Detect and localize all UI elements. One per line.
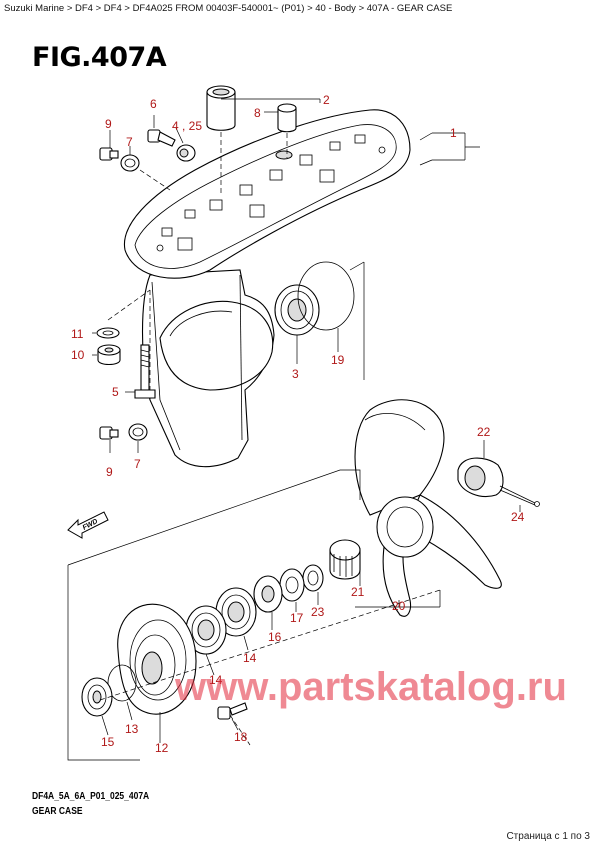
callout-14-a[interactable]: 14 bbox=[243, 651, 257, 665]
gasket-lower[interactable] bbox=[128, 423, 148, 441]
callout-9-upper[interactable]: 9 bbox=[105, 117, 112, 131]
callout-22[interactable]: 22 bbox=[477, 425, 491, 439]
shaft-housing-12[interactable] bbox=[117, 603, 197, 715]
callout-3[interactable]: 3 bbox=[292, 367, 299, 381]
bushing[interactable] bbox=[277, 103, 297, 158]
bolt-6[interactable] bbox=[147, 129, 176, 147]
oil-plug-lower[interactable] bbox=[99, 426, 119, 440]
callout-11[interactable]: 11 bbox=[71, 327, 84, 341]
callout-19[interactable]: 19 bbox=[331, 353, 345, 367]
gear-case-housing[interactable] bbox=[107, 109, 411, 468]
callout-4-25[interactable]: 4 , 25 bbox=[172, 119, 202, 133]
figure-caption: GEAR CASE bbox=[32, 806, 83, 817]
callout-9-lower[interactable]: 9 bbox=[106, 465, 113, 479]
callout-18[interactable]: 18 bbox=[234, 730, 248, 744]
callout-14-b[interactable]: 14 bbox=[209, 673, 223, 687]
breadcrumb[interactable]: Suzuki Marine > DF4 > DF4 > DF4A025 FROM… bbox=[4, 3, 453, 14]
bolt-18[interactable] bbox=[217, 702, 248, 720]
dowel-pin[interactable] bbox=[206, 85, 236, 195]
figure-title: FIG.407A bbox=[32, 42, 167, 73]
nut-10[interactable] bbox=[97, 344, 121, 366]
callout-24[interactable]: 24 bbox=[511, 510, 525, 524]
prop-nut-22[interactable] bbox=[457, 457, 504, 498]
callout-12[interactable]: 12 bbox=[155, 741, 169, 755]
callout-23[interactable]: 23 bbox=[311, 605, 325, 619]
gasket-upper[interactable] bbox=[120, 154, 140, 172]
bush-4-25[interactable] bbox=[176, 144, 196, 162]
prop-bushing-21[interactable] bbox=[329, 539, 361, 580]
fwd-label: FWD bbox=[82, 518, 99, 532]
callout-7-lower[interactable]: 7 bbox=[134, 457, 141, 471]
callout-21[interactable]: 21 bbox=[351, 585, 365, 599]
washer-17[interactable] bbox=[279, 568, 305, 602]
callout-5[interactable]: 5 bbox=[112, 385, 119, 399]
page-indicator: Страница с 1 по 3 bbox=[506, 831, 590, 842]
callout-8[interactable]: 8 bbox=[254, 106, 261, 120]
spacer-23[interactable] bbox=[302, 564, 324, 592]
watermark: www.partskatalog.ru bbox=[174, 665, 567, 709]
oil-plug-upper[interactable] bbox=[99, 147, 119, 161]
callout-1[interactable]: 1 bbox=[450, 126, 457, 140]
stud-bolt-5[interactable] bbox=[134, 344, 156, 399]
cotter-pin-24[interactable] bbox=[499, 485, 540, 507]
oil-seal-15[interactable] bbox=[81, 677, 113, 717]
bearing-3[interactable] bbox=[274, 284, 320, 336]
callout-15[interactable]: 15 bbox=[101, 735, 115, 749]
propeller[interactable] bbox=[354, 399, 502, 617]
callout-20[interactable]: 20 bbox=[392, 599, 406, 613]
callout-13[interactable]: 13 bbox=[125, 722, 139, 736]
bearing-14-b[interactable] bbox=[185, 605, 227, 655]
o-ring-19[interactable] bbox=[297, 261, 355, 331]
callout-16[interactable]: 16 bbox=[268, 630, 282, 644]
circlip-13[interactable] bbox=[107, 664, 137, 702]
callout-labels: 1 2 3 4 , 25 5 6 7 7 8 9 9 10 11 12 13 1… bbox=[71, 93, 525, 755]
bearing-14-a[interactable] bbox=[215, 587, 257, 637]
callout-2[interactable]: 2 bbox=[323, 93, 330, 107]
callout-10[interactable]: 10 bbox=[71, 348, 85, 362]
fwd-arrow-icon bbox=[67, 511, 109, 539]
thrust-ring-16[interactable] bbox=[253, 575, 283, 613]
washer-11[interactable] bbox=[96, 327, 120, 339]
callout-7-upper[interactable]: 7 bbox=[126, 135, 133, 149]
figure-code: DF4A_5A_6A_P01_025_407A bbox=[32, 791, 150, 802]
callout-17[interactable]: 17 bbox=[290, 611, 304, 625]
callout-6[interactable]: 6 bbox=[150, 97, 157, 111]
